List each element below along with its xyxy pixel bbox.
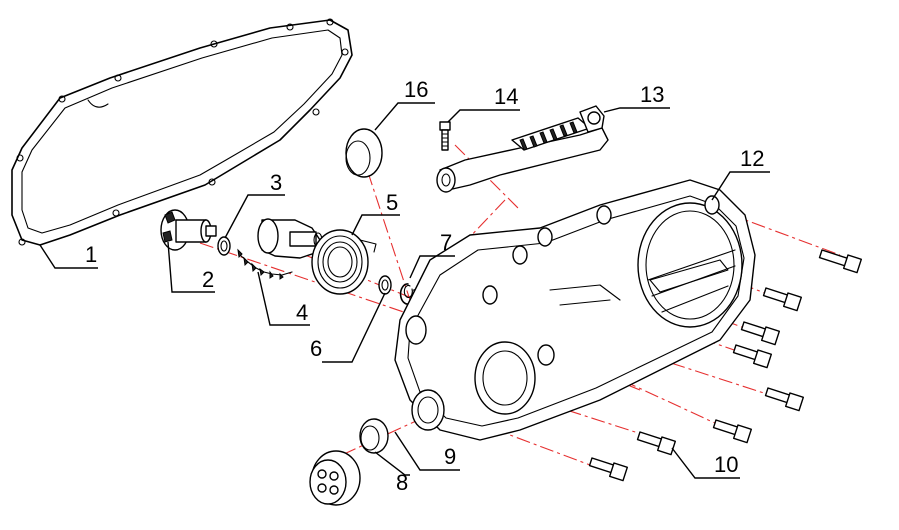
callout-10: 10: [714, 452, 738, 477]
callout-6: 6: [310, 336, 322, 361]
bolt-1: [818, 249, 863, 274]
crankcase-cover-part: [394, 179, 756, 441]
callout-1: 1: [85, 242, 97, 267]
callout-16: 16: [404, 77, 428, 102]
bolt-5: [764, 387, 805, 412]
bushing-part: [160, 209, 217, 251]
callout-12: 12: [740, 146, 764, 171]
callout-8: 8: [396, 470, 408, 495]
collar-part: [359, 418, 389, 454]
cap-part: [309, 450, 361, 506]
callout-2: 2: [202, 267, 214, 292]
seal-ring-part: [345, 128, 383, 178]
callout-13: 13: [640, 82, 664, 107]
bolt-7: [636, 431, 677, 456]
o-ring-part: [378, 275, 392, 295]
gasket-part: [11, 18, 353, 246]
bolt-8: [588, 457, 629, 482]
kick-lever-part: [436, 105, 609, 193]
washer-part: [217, 236, 231, 256]
bolt-6: [712, 419, 753, 444]
callout-labels: 1 2 3 4 5 6 7 8 9 10 12 13 14 16: [85, 77, 764, 495]
cover-bolts: [588, 249, 863, 482]
bolt-2: [762, 287, 803, 312]
callout-9: 9: [444, 444, 456, 469]
callout-5: 5: [386, 190, 398, 215]
callout-14: 14: [494, 84, 518, 109]
leader-lines: [39, 102, 770, 479]
callout-3: 3: [270, 170, 282, 195]
bolt-4: [732, 344, 773, 369]
callout-7: 7: [440, 230, 452, 255]
spring-part: [311, 229, 377, 295]
bolt-3: [740, 321, 781, 346]
bolt-part: [439, 121, 451, 151]
callout-4: 4: [296, 300, 308, 325]
